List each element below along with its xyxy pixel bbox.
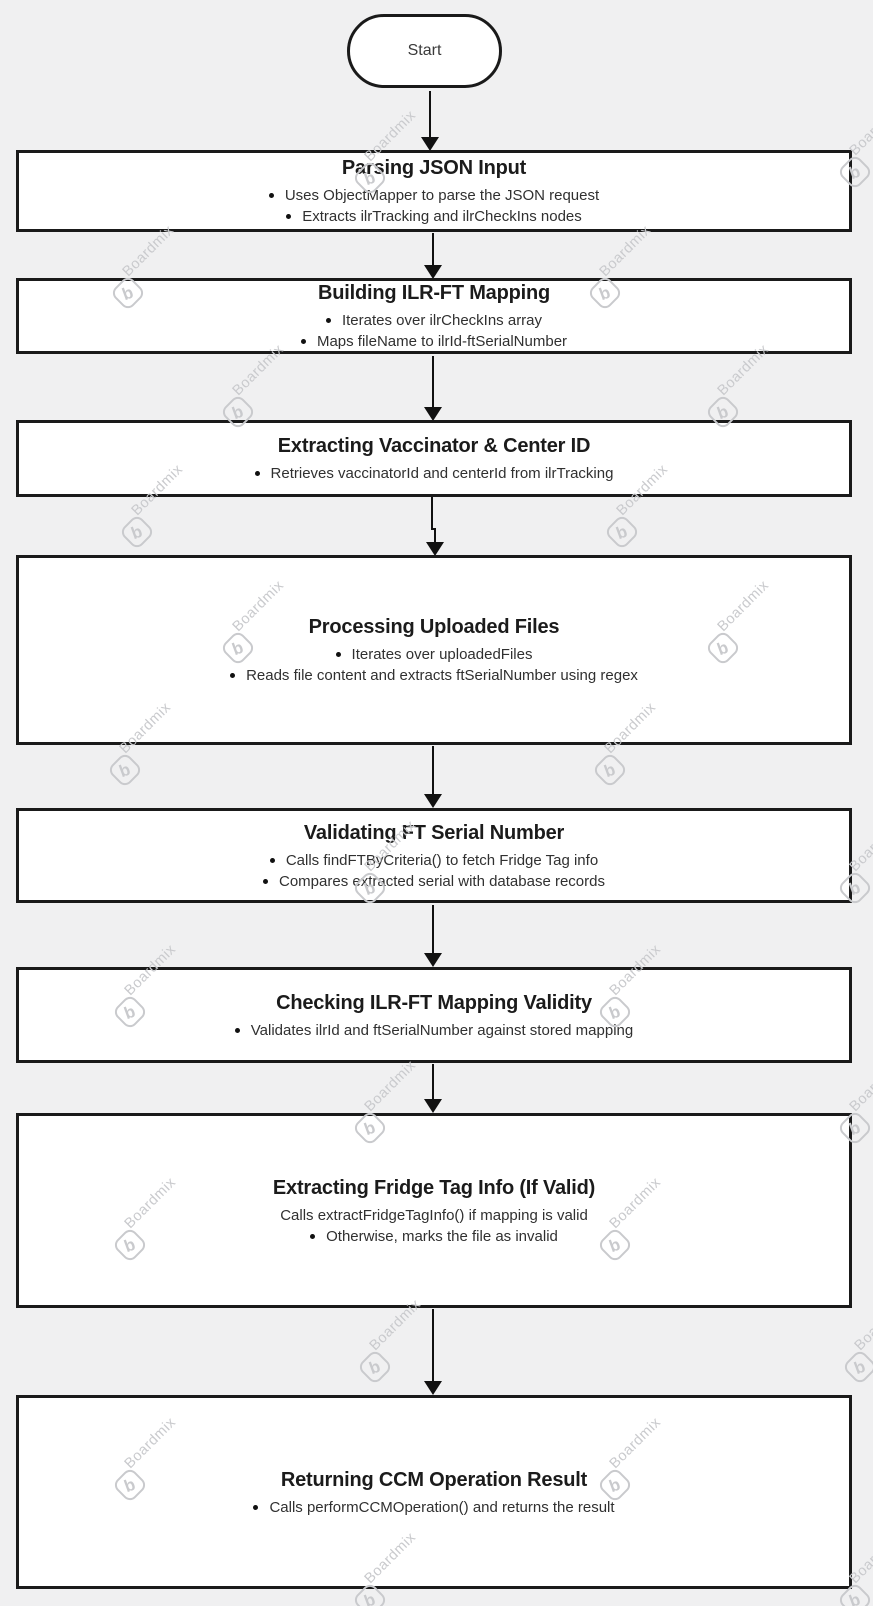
step-bullet-line: Otherwise, marks the file as invalid xyxy=(19,1226,849,1247)
bullet-dot-icon xyxy=(310,1233,316,1239)
step-bullet-line: Validates ilrId and ftSerialNumber again… xyxy=(19,1020,849,1041)
step-bullet-line: Iterates over uploadedFiles xyxy=(19,644,849,665)
step-node-checking-ilr-ft-mapping-validity: Checking ILR-FT Mapping Validity Validat… xyxy=(16,967,852,1063)
bullet-dot-icon xyxy=(268,193,274,198)
step-line-text: Retrieves vaccinatorId and centerId from… xyxy=(270,465,614,482)
bullet-dot-icon xyxy=(234,1027,240,1033)
arrow-line xyxy=(431,528,435,530)
step-line-text: Calls extractFridgeTagInfo() if mapping … xyxy=(280,1206,588,1224)
step-title: Returning CCM Operation Result xyxy=(280,1468,588,1491)
bullet-dot-icon xyxy=(286,214,292,219)
step-title: Validating FT Serial Number xyxy=(303,821,565,844)
boardmix-logo-icon: b xyxy=(118,513,156,551)
watermark-text: Boardmix xyxy=(361,1057,420,1115)
step-title: Parsing JSON Input xyxy=(341,157,527,179)
step-line-text: Calls findFTByCriteria() to fetch Fridge… xyxy=(285,851,599,869)
step-bullet-line: Calls findFTByCriteria() to fetch Fridge… xyxy=(19,850,849,871)
start-label: Start xyxy=(407,42,442,59)
step-node-processing-uploaded-files: Processing Uploaded Files Iterates over … xyxy=(16,555,852,745)
arrowhead-icon xyxy=(424,1099,442,1113)
arrowhead-icon xyxy=(424,953,442,967)
arrowhead-icon xyxy=(424,265,442,279)
step-line-text: Uses ObjectMapper to parse the JSON requ… xyxy=(284,187,600,204)
step-bullet-line: Reads file content and extracts ftSerial… xyxy=(19,665,849,686)
step-line-text: Calls performCCMOperation() and returns … xyxy=(269,1498,615,1516)
bullet-dot-icon xyxy=(335,652,341,657)
step-node-extracting-fridge-tag-info: Extracting Fridge Tag Info (If Valid) Ca… xyxy=(16,1113,852,1308)
arrow-line xyxy=(432,1064,434,1099)
bullet-dot-icon xyxy=(269,857,275,863)
step-node-parsing-json-input: Parsing JSON Input Uses ObjectMapper to … xyxy=(16,150,852,232)
step-title: Building ILR-FT Mapping xyxy=(317,282,550,304)
arrowhead-icon xyxy=(421,137,439,151)
bullet-dot-icon xyxy=(263,878,268,884)
arrow-line xyxy=(431,497,433,529)
step-title: Checking ILR-FT Mapping Validity xyxy=(276,991,592,1014)
step-bullet-line: Uses ObjectMapper to parse the JSON requ… xyxy=(19,185,849,206)
arrow-line xyxy=(434,528,436,542)
boardmix-logo-icon: b xyxy=(356,1348,394,1386)
bullet-dot-icon xyxy=(325,318,331,323)
boardmix-logo-icon: b xyxy=(603,513,641,551)
step-node-building-ilr-ft-mapping: Building ILR-FT Mapping Iterates over il… xyxy=(16,278,852,354)
step-node-extracting-vaccinator-center-id: Extracting Vaccinator & Center ID Retrie… xyxy=(16,420,852,497)
arrow-line xyxy=(432,356,434,407)
bullet-dot-icon xyxy=(253,1504,259,1510)
step-title: Extracting Vaccinator & Center ID xyxy=(277,435,591,457)
boardmix-logo-icon: b xyxy=(841,1348,873,1386)
bullet-dot-icon xyxy=(254,471,260,476)
step-line-text: Compares extracted serial with database … xyxy=(279,872,605,890)
bullet-dot-icon xyxy=(300,339,306,344)
bullet-dot-icon xyxy=(230,673,236,678)
step-bullet-line: Calls performCCMOperation() and returns … xyxy=(19,1497,849,1518)
arrow-line xyxy=(432,233,434,265)
arrow-line xyxy=(432,905,434,953)
step-title: Processing Uploaded Files xyxy=(308,616,560,638)
step-line-text: Iterates over uploadedFiles xyxy=(351,646,533,663)
step-plain-line: Calls extractFridgeTagInfo() if mapping … xyxy=(19,1205,849,1226)
step-title: Extracting Fridge Tag Info (If Valid) xyxy=(272,1176,596,1199)
step-bullet-line: Iterates over ilrCheckIns array xyxy=(19,310,849,331)
step-line-text: Iterates over ilrCheckIns array xyxy=(341,312,543,329)
step-line-text: Maps fileName to ilrId-ftSerialNumber xyxy=(316,333,568,350)
step-node-validating-ft-serial-number: Validating FT Serial Number Calls findFT… xyxy=(16,808,852,903)
arrow-line xyxy=(432,1309,434,1381)
arrow-line xyxy=(429,91,431,137)
step-bullet-line: Compares extracted serial with database … xyxy=(19,871,849,892)
arrowhead-icon xyxy=(426,542,444,556)
boardmix-logo-icon: b xyxy=(591,751,629,789)
boardmix-logo-icon: b xyxy=(106,751,144,789)
watermark-text: Boardmix xyxy=(851,1296,873,1354)
step-bullet-line: Extracts ilrTracking and ilrCheckIns nod… xyxy=(19,206,849,227)
step-node-returning-ccm-operation-result: Returning CCM Operation Result Calls per… xyxy=(16,1395,852,1589)
arrowhead-icon xyxy=(424,407,442,421)
start-node: Start xyxy=(347,14,502,88)
arrow-line xyxy=(432,746,434,794)
step-bullet-line: Maps fileName to ilrId-ftSerialNumber xyxy=(19,331,849,352)
step-line-text: Reads file content and extracts ftSerial… xyxy=(246,667,638,684)
arrowhead-icon xyxy=(424,1381,442,1395)
step-bullet-line: Retrieves vaccinatorId and centerId from… xyxy=(19,463,849,484)
step-line-text: Otherwise, marks the file as invalid xyxy=(326,1227,558,1245)
step-line-text: Extracts ilrTracking and ilrCheckIns nod… xyxy=(302,208,582,225)
arrowhead-icon xyxy=(424,794,442,808)
step-line-text: Validates ilrId and ftSerialNumber again… xyxy=(250,1021,634,1039)
watermark-text: Boardmix xyxy=(846,1057,873,1115)
